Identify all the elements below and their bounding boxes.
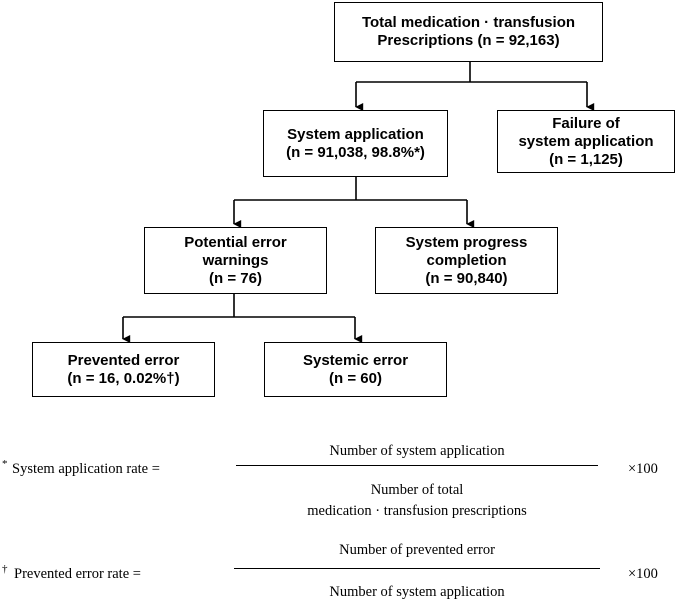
progress-completion-line1: System progress — [405, 233, 528, 251]
system-rate-fraction-bar — [236, 465, 598, 466]
failure-line2: system application — [518, 132, 654, 150]
systemic-error-box: Systemic error (n = 60) — [264, 342, 447, 397]
prevented-rate-label: Prevented error rate = — [14, 566, 141, 582]
prevented-rate-numerator: Number of prevented error — [339, 542, 495, 558]
potential-warnings-box: Potential error warnings (n = 76) — [144, 227, 327, 294]
system-rate-marker: * — [2, 458, 8, 470]
potential-warnings-line3: (n = 76) — [209, 269, 262, 287]
systemic-error-line2: (n = 60) — [329, 369, 382, 387]
progress-completion-line2: completion — [426, 251, 507, 269]
prevented-rate-fraction-bar — [234, 568, 600, 569]
potential-warnings-line2: warnings — [202, 251, 269, 269]
progress-completion-line3: (n = 90,840) — [425, 269, 508, 287]
prevented-error-line2: (n = 16, 0.02%†) — [67, 369, 180, 387]
system-application-line2: (n = 91,038, 98.8%*) — [286, 143, 425, 161]
prevented-rate-multiplier: ×100 — [628, 566, 658, 582]
progress-completion-box: System progress completion (n = 90,840) — [375, 227, 558, 294]
prevented-rate-denominator: Number of system application — [329, 584, 505, 600]
failure-line1: Failure of — [552, 114, 620, 132]
system-rate-multiplier: ×100 — [628, 461, 658, 477]
system-rate-denominator-line1: Number of total — [370, 482, 464, 498]
total-line1: Total medication · transfusion — [361, 14, 576, 31]
failure-line3: (n = 1,125) — [549, 150, 623, 168]
total-prescriptions-box: Total medication · transfusion Prescript… — [334, 2, 603, 62]
total-line2: Prescriptions (n = 92,163) — [377, 32, 560, 49]
flow-connectors — [122, 62, 595, 343]
system-application-box: System application (n = 91,038, 98.8%*) — [263, 110, 448, 177]
prevented-error-line1: Prevented error — [67, 351, 180, 369]
system-rate-numerator: Number of system application — [329, 443, 505, 459]
failure-box: Failure of system application (n = 1,125… — [497, 110, 675, 173]
potential-warnings-line1: Potential error — [184, 233, 287, 251]
system-rate-label: System application rate = — [12, 461, 160, 477]
system-rate-denominator-line2: medication · transfusion prescriptions — [307, 503, 527, 519]
prevented-error-box: Prevented error (n = 16, 0.02%†) — [32, 342, 215, 397]
systemic-error-line1: Systemic error — [302, 351, 409, 369]
prevented-rate-marker: † — [2, 563, 8, 575]
system-application-line1: System application — [287, 125, 424, 143]
